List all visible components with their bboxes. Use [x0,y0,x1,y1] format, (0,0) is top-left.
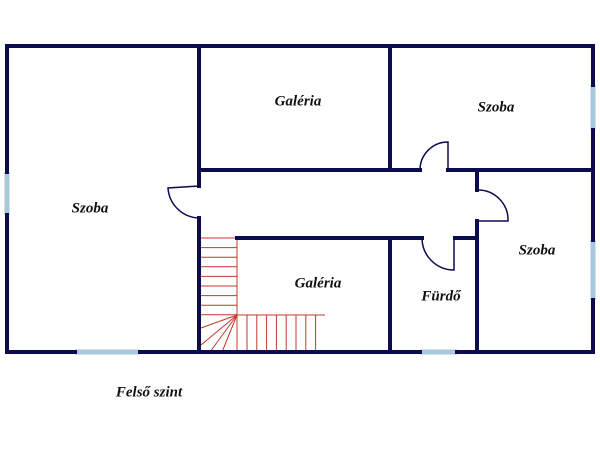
room-label-furdo: Fürdő [421,288,461,305]
windows [4,85,596,355]
walls [5,44,595,354]
room-label-szoba-right: Szoba [518,242,556,259]
stair-step [200,314,238,329]
room-label-galeria-bottom: Galéria [294,275,342,292]
level-caption: Felső szint [115,384,183,401]
stair-step [209,314,238,353]
stair-step [221,314,238,353]
room-label-galeria-top: Galéria [274,93,322,110]
staircase [200,237,325,353]
room-label-szoba-top-right: Szoba [477,99,515,116]
stair-step [200,314,238,346]
room-label-szoba-left: Szoba [71,200,109,217]
door-swings [167,141,509,271]
